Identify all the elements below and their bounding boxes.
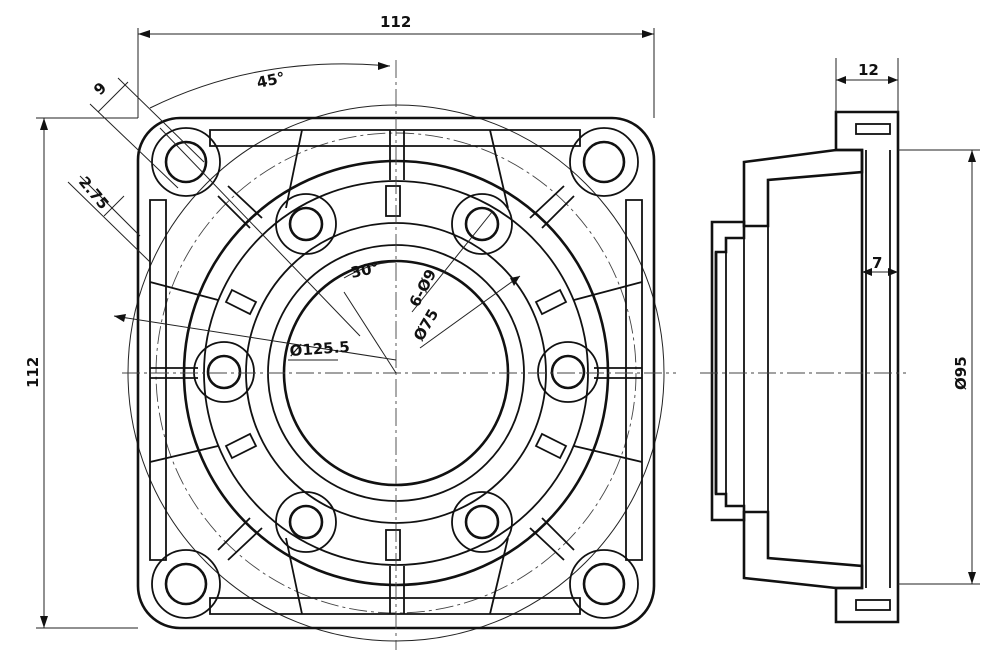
dim-text-width: 112 bbox=[380, 13, 411, 31]
dim-text-6-9: 6-Ø9 bbox=[406, 266, 441, 310]
dim-text-7: 7 bbox=[872, 254, 882, 272]
section-body-top bbox=[742, 148, 864, 228]
dim-text-9: 9 bbox=[90, 79, 110, 99]
dim-flange-thickness: 12 bbox=[835, 58, 899, 112]
dim-text-12: 12 bbox=[858, 61, 879, 79]
front-view: 112 112 9 2.75 45° bbox=[24, 13, 676, 650]
inner-boss-6 bbox=[451, 491, 513, 553]
corner-hole-tr bbox=[582, 140, 626, 184]
diagonal-centerline bbox=[159, 127, 361, 337]
dim-overall-width: 112 bbox=[137, 13, 655, 118]
dim-text-30: 30° bbox=[349, 258, 380, 282]
dim-text-125-5: Ø125.5 bbox=[289, 338, 350, 360]
corner-boss-br bbox=[569, 549, 639, 619]
dim-overall-height: 112 bbox=[24, 117, 138, 629]
inner-boss-3 bbox=[193, 341, 255, 403]
dim-text-75: Ø75 bbox=[410, 306, 442, 344]
inner-hole-3 bbox=[206, 354, 242, 390]
corner-mounting-holes bbox=[151, 127, 639, 619]
corner-boss-tl bbox=[151, 127, 221, 197]
dim-text-height: 112 bbox=[24, 357, 42, 388]
inner-hole-2 bbox=[464, 206, 500, 242]
inner-hole-4 bbox=[550, 354, 586, 390]
inner-boss-1 bbox=[275, 193, 337, 255]
corner-boss-tr bbox=[569, 127, 639, 197]
section-flange bbox=[834, 110, 900, 624]
inner-boss-4 bbox=[537, 341, 599, 403]
dim-pitch-angle: 45° bbox=[149, 62, 391, 109]
dim-slot-angle: 30° bbox=[343, 258, 397, 374]
dim-text-95: Ø95 bbox=[952, 356, 970, 390]
bolt-circle-125 bbox=[155, 132, 637, 614]
corner-boss-bl bbox=[151, 549, 221, 619]
inner-hole-5 bbox=[288, 504, 324, 540]
plate-webs bbox=[149, 129, 643, 615]
section-body-bottom bbox=[742, 510, 864, 590]
dim-bolt-circle: Ø125.5 bbox=[113, 314, 397, 361]
corner-hole-tl bbox=[164, 140, 208, 184]
corner-hole-br bbox=[582, 562, 626, 606]
corner-hole-bl bbox=[164, 562, 208, 606]
dim-register: Ø95 bbox=[898, 149, 980, 585]
inner-boss-2 bbox=[451, 193, 513, 255]
inner-bolt-holes bbox=[193, 193, 599, 553]
inner-hole-1 bbox=[288, 206, 324, 242]
inner-hole-6 bbox=[464, 504, 500, 540]
side-section-view: 12 7 Ø95 bbox=[700, 58, 980, 624]
inner-boss-5 bbox=[275, 491, 337, 553]
dim-spigot-depth: 7 bbox=[862, 254, 898, 276]
radial-slots bbox=[224, 185, 568, 561]
dim-text-45: 45° bbox=[255, 68, 286, 92]
dim-text-2-75: 2.75 bbox=[75, 173, 113, 213]
